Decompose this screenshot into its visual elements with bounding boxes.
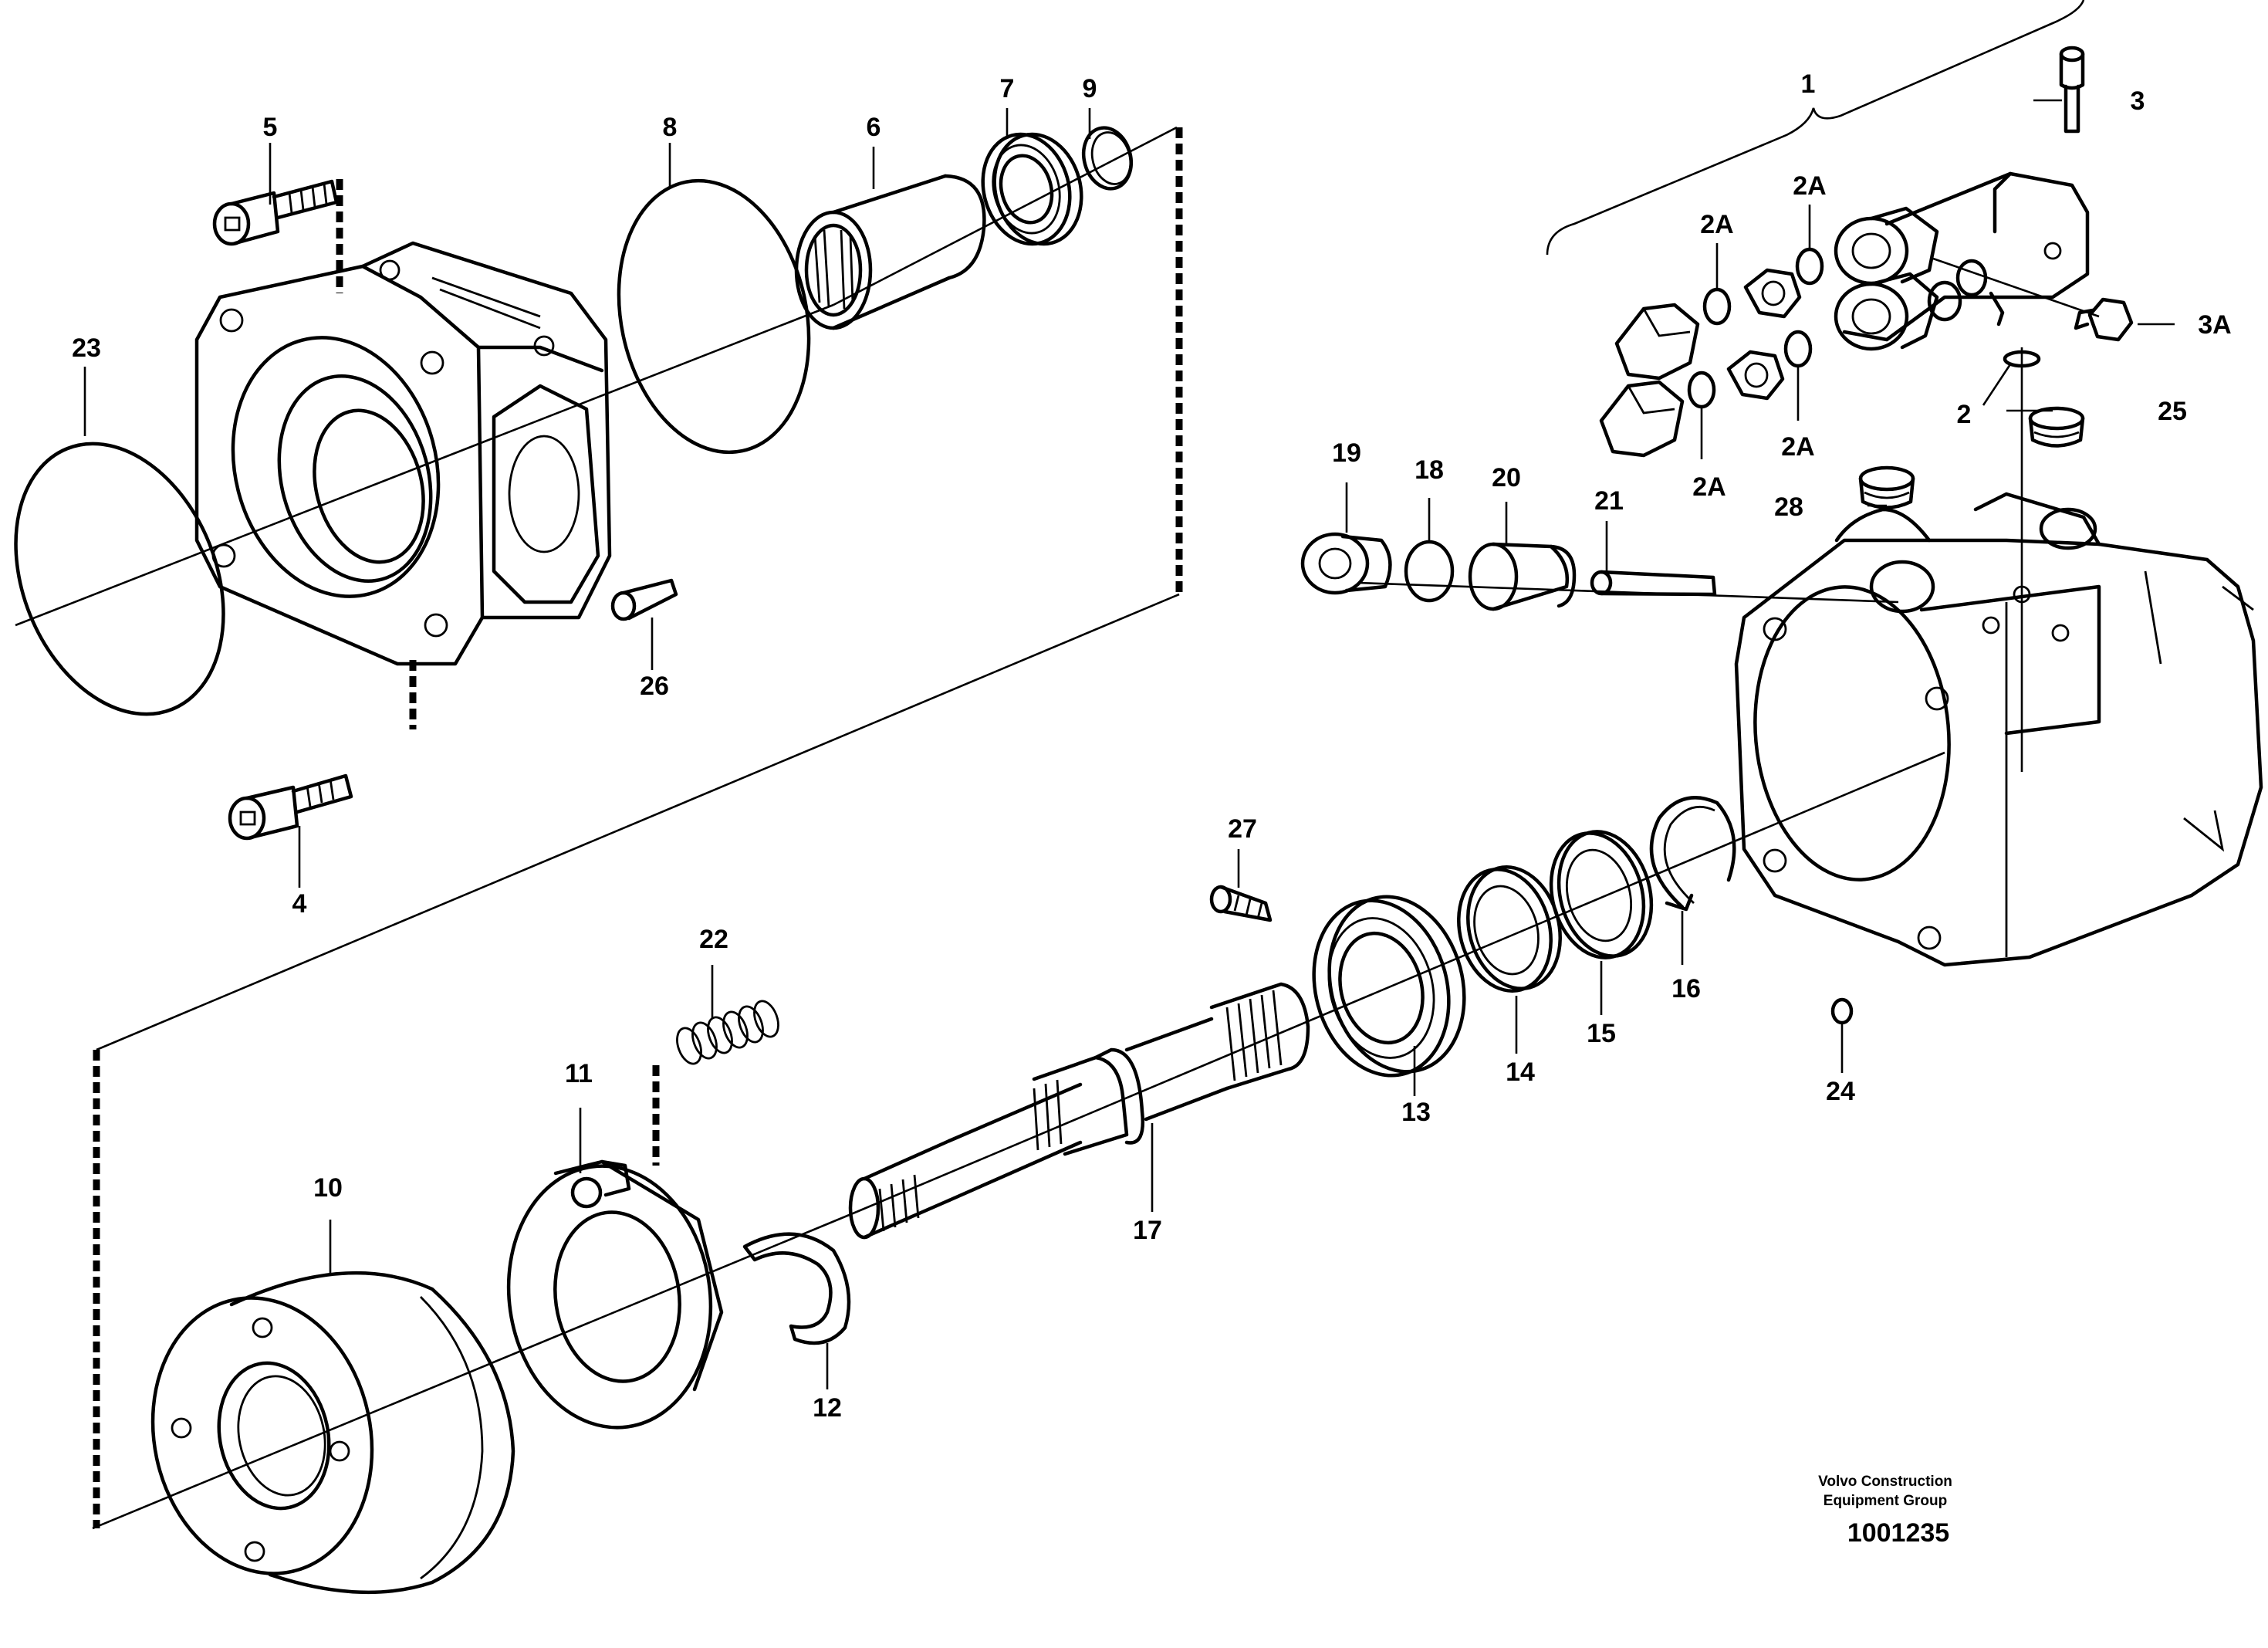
part-6-bushing: [794, 174, 986, 330]
part-23-o-ring: [14, 442, 225, 716]
credit-block: Volvo Construction Equipment Group 10012…: [1818, 1474, 1952, 1548]
label-part-8: 8: [663, 113, 678, 142]
label-part-9: 9: [1083, 74, 1097, 103]
label-part-17: 17: [1133, 1216, 1162, 1245]
part-14-shaft-seal: [1457, 865, 1562, 993]
part-22-spring: [676, 1000, 779, 1065]
part-1-valve-block: [1834, 171, 2090, 351]
part-19-nut: [1300, 532, 1392, 595]
part-18-o-ring: [1404, 540, 1455, 603]
label-part-3: 3: [2131, 86, 2145, 116]
label-part-10: 10: [313, 1173, 343, 1203]
part-26-pin: [610, 578, 678, 621]
label-part-1: 1: [1801, 69, 1816, 99]
part-9-ring: [1081, 126, 1134, 191]
credit-line-1: Volvo Construction: [1818, 1474, 1952, 1490]
label-part-23: 23: [72, 333, 101, 363]
label-part-5: 5: [263, 113, 278, 142]
label-part-11: 11: [565, 1059, 593, 1088]
label-part-6: 6: [867, 113, 881, 142]
label-part-18: 18: [1415, 455, 1444, 485]
part-20-piston: [1468, 542, 1577, 611]
part-11-swash-plate: [506, 1159, 724, 1430]
part-17-drive-shaft: [848, 982, 1310, 1240]
pump-housing: [1734, 492, 2263, 967]
document-number: 1001235: [1847, 1518, 1949, 1548]
label-part-2a-top-left: 2A: [1700, 210, 1733, 239]
part-21-pin: [1590, 570, 1717, 597]
part-2a-nut-upper: [1743, 268, 1802, 319]
brace-item-1: [1546, 0, 2085, 255]
label-part-22: 22: [699, 925, 728, 954]
part-3a-plug: [2074, 297, 2134, 342]
hex-caps: [1599, 303, 1700, 458]
label-part-2a-top-right: 2A: [1793, 171, 1826, 201]
label-part-27: 27: [1228, 814, 1257, 844]
label-part-14: 14: [1506, 1057, 1535, 1087]
label-part-2: 2: [1957, 400, 1972, 429]
part-4-cap-screw: [228, 773, 353, 841]
label-part-20: 20: [1492, 463, 1521, 492]
label-part-2a-bottom-left: 2A: [1692, 472, 1726, 502]
leader-lines: [83, 99, 2175, 1389]
label-part-2a-bottom-right: 2A: [1781, 432, 1814, 462]
part-28-plug: [1858, 465, 1915, 509]
part-24-o-ring: [1830, 997, 1854, 1025]
label-part-21: 21: [1594, 486, 1624, 516]
part-2a-nut-lower: [1726, 350, 1785, 401]
part-25-plug: [2028, 406, 2085, 448]
label-part-12: 12: [813, 1393, 842, 1423]
label-part-25: 25: [2158, 397, 2187, 426]
part-3-screw: [2059, 46, 2085, 134]
label-part-7: 7: [1000, 74, 1015, 103]
label-part-24: 24: [1826, 1077, 1855, 1106]
front-flange-housing: [194, 241, 612, 666]
label-part-4: 4: [292, 889, 307, 919]
part-2a-o-rings: [1687, 247, 1824, 409]
part-8-o-ring: [617, 178, 811, 455]
label-part-13: 13: [1401, 1098, 1431, 1127]
part-12-half-bearing: [742, 1232, 851, 1345]
label-part-19: 19: [1332, 438, 1361, 468]
part-16-snap-ring: [1649, 796, 1736, 912]
part-27-bolt: [1209, 885, 1273, 922]
label-part-28: 28: [1774, 492, 1803, 522]
part-7-bearing: [981, 132, 1083, 246]
part-2-o-ring: [2003, 350, 2041, 368]
assembly-boundary: [93, 127, 1183, 1528]
label-part-15: 15: [1587, 1019, 1616, 1048]
label-part-16: 16: [1671, 974, 1701, 1003]
part-10-cylinder-block: [150, 1271, 515, 1595]
part-5-cap-screw: [212, 179, 339, 246]
part-15-washer: [1549, 830, 1654, 959]
part-13-bearing: [1312, 895, 1466, 1078]
credit-line-2: Equipment Group: [1824, 1493, 1947, 1509]
label-part-3a: 3A: [2198, 310, 2231, 340]
part-labels: 1 3 2A 2A 3A 2 25 2A 2A 28 19 18 20 21 5…: [72, 69, 2232, 1423]
label-part-26: 26: [640, 672, 669, 701]
